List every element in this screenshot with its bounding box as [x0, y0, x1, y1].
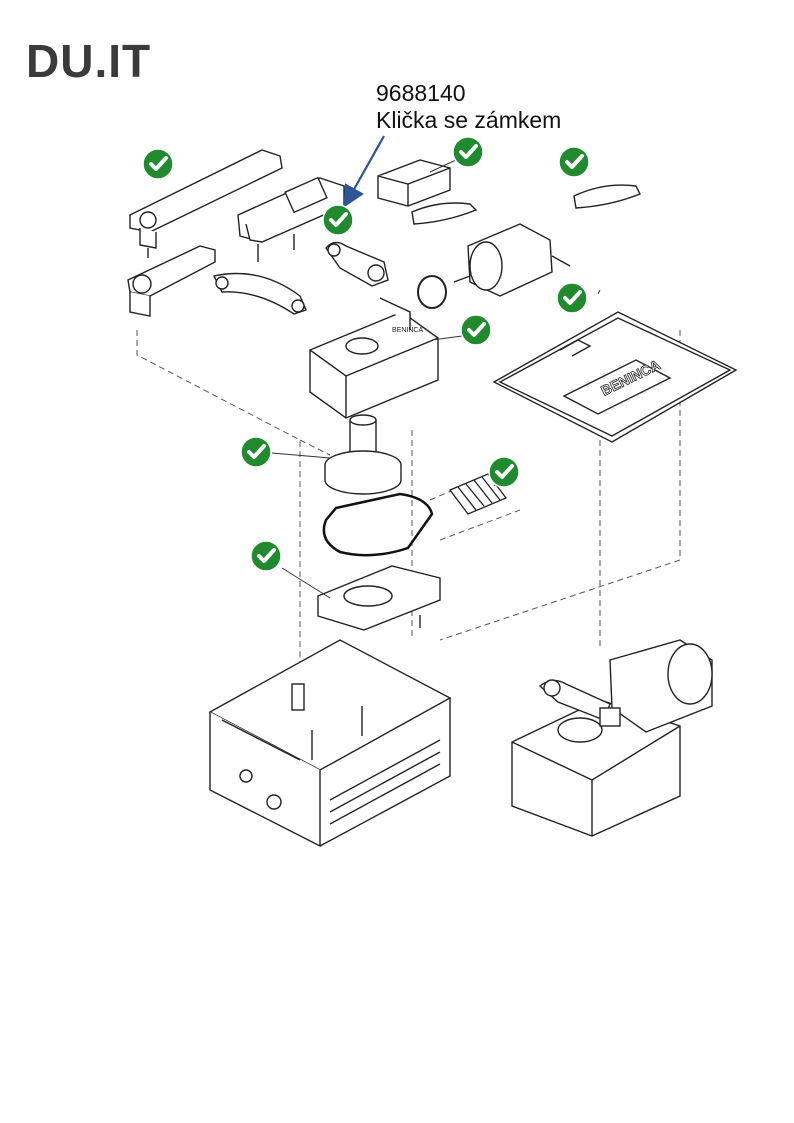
- lock-body: [377, 159, 451, 207]
- check-icon: [322, 204, 354, 236]
- check-icon: [556, 282, 588, 314]
- brand-logo: DU.IT: [26, 35, 152, 87]
- electric-motor: [417, 223, 571, 309]
- gearbox-upper-cover: BENINCA: [309, 297, 439, 419]
- gearbox-lower-housing: [317, 565, 441, 631]
- part-name: Klička se zámkem: [376, 107, 562, 133]
- foundation-box: [208, 639, 452, 848]
- check-icon: [142, 148, 174, 180]
- part-number: 9688140: [376, 80, 466, 106]
- release-key-handles: [411, 184, 641, 225]
- check-icon: [240, 436, 272, 468]
- check-icon: [452, 136, 484, 168]
- upper-lever-arm: [129, 149, 283, 258]
- crank-arm: [325, 241, 389, 287]
- release-lever-with-lock: [237, 176, 345, 262]
- check-icon: [460, 314, 492, 346]
- part-callout: 9688140 Klička se zámkem: [376, 80, 561, 134]
- cover-brand-mark: BENINCA: [392, 327, 423, 334]
- check-icon: [558, 146, 590, 178]
- gasket-ring: [322, 492, 434, 557]
- main-gear: [324, 414, 402, 495]
- connecting-rod: [212, 272, 307, 315]
- worm-screw: [448, 473, 508, 515]
- base-plate: BENINCA: [492, 311, 738, 443]
- check-icon: [250, 540, 282, 572]
- lower-lever-arm: [127, 245, 216, 317]
- callout-arrow: [343, 135, 385, 208]
- check-icon: [488, 456, 520, 488]
- assembled-operator: [511, 639, 713, 837]
